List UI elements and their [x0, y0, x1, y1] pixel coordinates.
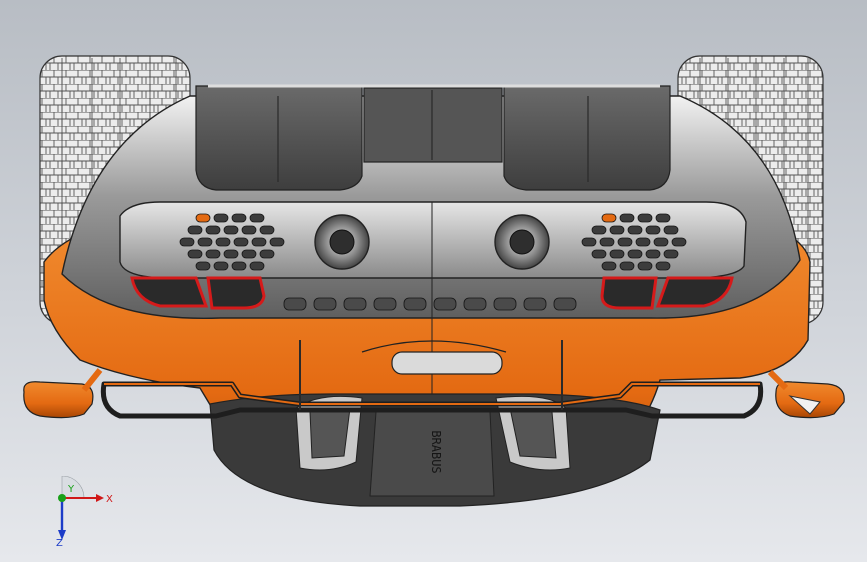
vent-slot	[619, 261, 635, 271]
triad-y-label: Y	[67, 484, 75, 495]
lower-slot	[373, 297, 397, 311]
lower-slot	[283, 297, 307, 311]
vent-slot	[637, 261, 653, 271]
vent-slot	[601, 213, 617, 223]
vent-slot	[635, 237, 651, 247]
vent-slot	[223, 249, 239, 259]
vent-slot	[637, 213, 653, 223]
vent-slot	[663, 225, 679, 235]
vent-slot	[663, 249, 679, 259]
vent-slot	[609, 249, 625, 259]
vent-slot	[205, 225, 221, 235]
vent-slot	[671, 237, 687, 247]
vent-slot	[645, 225, 661, 235]
lower-slot-row	[283, 297, 577, 311]
vent-slot	[213, 261, 229, 271]
vent-slot	[215, 237, 231, 247]
vent-slot	[259, 249, 275, 259]
vent-slot	[179, 237, 195, 247]
triad-x-label: X	[106, 494, 113, 505]
diffuser-label: BRABUS	[429, 430, 443, 473]
lower-diffuser	[209, 340, 661, 507]
vent-slot	[241, 249, 257, 259]
vent-slot	[187, 249, 203, 259]
vent-slot	[197, 237, 213, 247]
right-mirror	[767, 369, 845, 419]
lower-slot	[523, 297, 547, 311]
rear-spoiler-frame	[100, 340, 764, 419]
vent-slot	[591, 225, 607, 235]
vent-slot	[581, 237, 597, 247]
vent-slot	[249, 213, 265, 223]
vent-slot	[231, 261, 247, 271]
vent-slot	[655, 213, 671, 223]
vent-slot	[653, 237, 669, 247]
vent-slot	[269, 237, 285, 247]
lower-slot	[553, 297, 577, 311]
vent-slot	[617, 237, 633, 247]
vent-slot	[599, 237, 615, 247]
vent-slot	[251, 237, 267, 247]
rear-panel	[119, 201, 747, 500]
vent-slot	[233, 237, 249, 247]
vent-slot	[601, 261, 617, 271]
lower-slot	[343, 297, 367, 311]
triad-z-label: Z	[56, 538, 63, 548]
reference-triad: X Z Y	[56, 476, 113, 548]
lower-slot	[433, 297, 457, 311]
vent-slot	[655, 261, 671, 271]
vent-slot	[627, 249, 643, 259]
vent-slot	[241, 225, 257, 235]
lower-slot	[493, 297, 517, 311]
right-sensor-dial	[494, 214, 550, 270]
vent-slot	[195, 261, 211, 271]
left-mirror	[23, 368, 103, 419]
lower-slot	[313, 297, 337, 311]
right-vent-grille	[581, 213, 687, 271]
vent-slot	[645, 249, 661, 259]
vent-slot	[259, 225, 275, 235]
left-sensor-dial	[314, 214, 370, 270]
vent-slot	[609, 225, 625, 235]
vent-slot	[619, 213, 635, 223]
lower-slot	[403, 297, 427, 311]
vent-slot	[249, 261, 265, 271]
trunk-cavities	[195, 84, 671, 191]
triad-y-axis	[58, 494, 66, 502]
exhaust-tips	[130, 276, 734, 310]
lower-slot	[463, 297, 487, 311]
vent-slot	[223, 225, 239, 235]
vent-slot	[195, 213, 211, 223]
vent-slot	[231, 213, 247, 223]
vent-slot	[187, 225, 203, 235]
left-vent-grille	[179, 213, 285, 271]
vent-slot	[205, 249, 221, 259]
vent-slot	[627, 225, 643, 235]
vent-slot	[591, 249, 607, 259]
vent-slot	[213, 213, 229, 223]
